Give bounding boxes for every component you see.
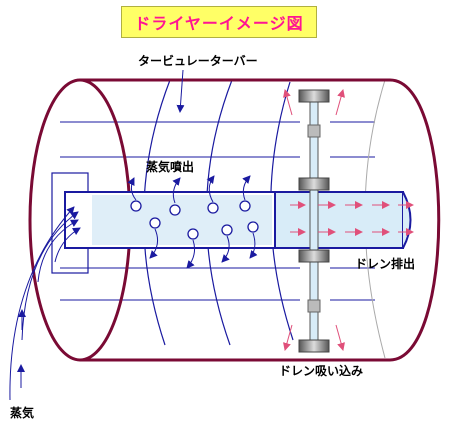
label-drain-suction: ドレン吸い込み — [279, 364, 364, 378]
steam-entry-arrows — [9, 206, 81, 401]
flow-lines — [60, 121, 375, 301]
label-turbulator-bar: タービュレーターバー — [138, 54, 258, 68]
drain-arrows — [283, 89, 414, 351]
siphon-pipe — [298, 89, 330, 353]
title-box: ドライヤーイメージ図 — [121, 6, 317, 38]
central-pipe — [64, 191, 412, 249]
diagram-title: ドライヤーイメージ図 — [134, 14, 304, 33]
steam-jet-arrows — [127, 175, 258, 269]
label-drain-discharge: ドレン排出 — [355, 257, 416, 271]
label-steam-jet: 蒸気噴出 — [146, 160, 195, 174]
label-steam: 蒸気 — [10, 406, 35, 420]
turbulator-pointer — [176, 69, 185, 113]
pipe-holes — [130, 200, 259, 240]
